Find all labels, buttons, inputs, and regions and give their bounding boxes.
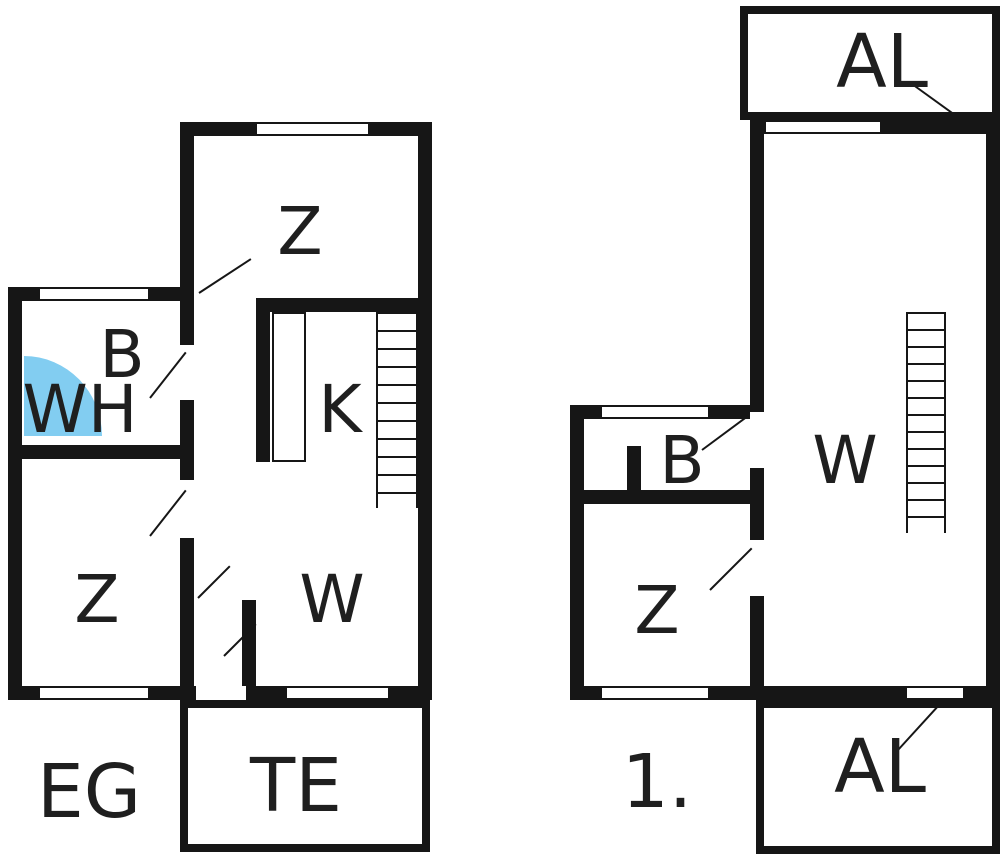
og-window-annex-bottom [600,686,710,700]
og-stairs [906,312,946,533]
room-label-living-og: W [812,422,878,499]
eg-annex-wall-left [8,287,22,700]
eg-wall-right [418,122,432,700]
og-annex-wall-left [570,405,584,700]
og-door-line-z [709,547,753,591]
room-label-z-lower: Z [74,561,120,638]
og-annex-divider-wall [570,490,764,504]
room-label-kitchen: K [318,371,362,448]
eg-window-top [255,122,370,136]
eg-window-annex-bottom [38,686,150,700]
room-label-bath-og: B [659,422,705,499]
room-label-bath: B [99,316,145,393]
room-label-living: W [299,561,365,638]
room-label-terrace: TE [250,743,342,829]
terrace-outline [180,700,430,852]
og-balcony-door-top [764,120,882,134]
og-balcony-door-bottom [905,686,965,700]
eg-kitchen-counter [272,312,306,462]
room-label-z-top: Z [277,193,323,270]
room-label-z-og: Z [634,572,680,649]
eg-wall-under-z [256,298,432,312]
eg-annex-divider-wall [8,445,194,459]
eg-stairs [376,312,418,508]
eg-door-gap-bath [180,345,194,400]
floor-label-eg: EG [36,749,142,835]
floor-label-first: 1. [621,739,693,825]
og-door-line-bath [701,415,749,451]
room-label-balcony-top: AL [836,19,928,105]
og-divider-stub-wall [627,446,641,504]
eg-window-bottom [285,686,390,700]
eg-wall-left [180,122,194,700]
balcony-top-outline [740,6,1000,120]
eg-kitchen-wall [256,298,270,462]
og-door-gap-z [750,540,764,596]
room-label-wh: WH [22,371,138,448]
og-window-annex-top [600,405,710,419]
og-door-gap-bath [750,412,764,468]
eg-door-gap-terrace [196,686,246,700]
og-wall-right [986,120,1000,700]
eg-window-annex-top [38,287,150,301]
room-label-balcony-bottom: AL [834,724,926,810]
balcony-bottom-outline [756,700,1000,854]
